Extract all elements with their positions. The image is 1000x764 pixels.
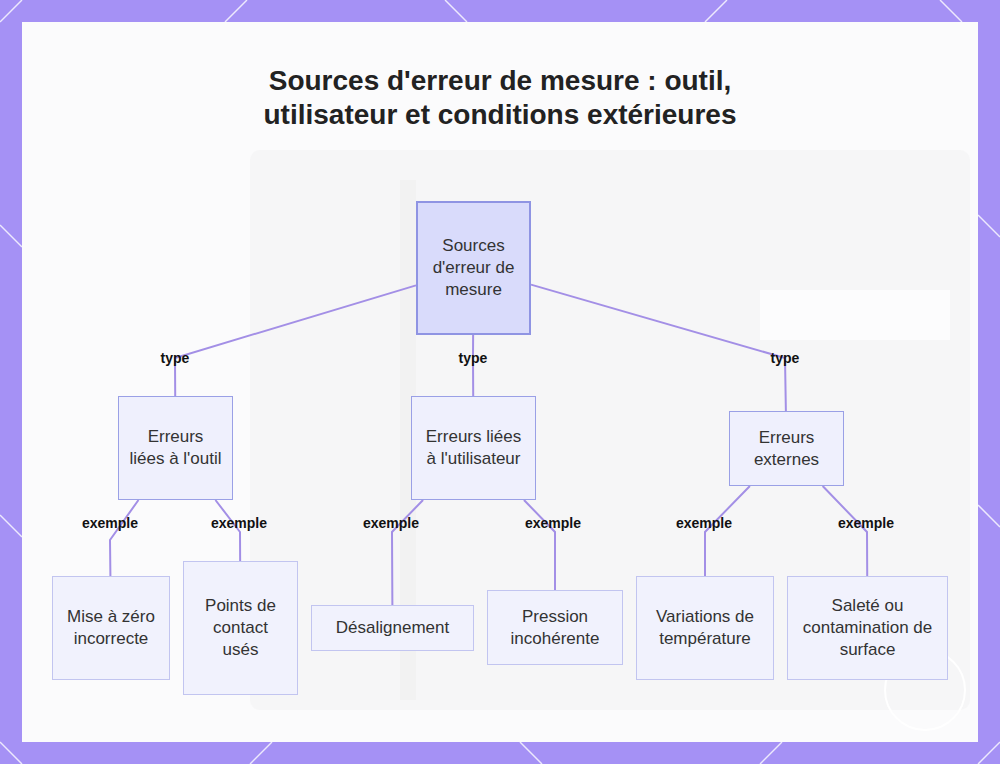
example-box: Mise à zéro incorrecte (52, 576, 170, 680)
connector-line (531, 285, 786, 411)
edge-label: type (459, 350, 488, 366)
connector-line (823, 486, 868, 576)
node-label: Erreurs liées à l'outil (129, 426, 222, 470)
node-label: Pression incohérente (498, 606, 612, 650)
node-label: Saleté ou contamination de surface (798, 595, 937, 661)
root-node: Sources d'erreur de mesure (416, 201, 531, 335)
example-box: Saleté ou contamination de surface (787, 576, 948, 680)
example-box: Variations de température (636, 576, 774, 680)
node-label: Erreurs liées à l'utilisateur (422, 426, 525, 470)
connector-line (175, 285, 416, 396)
connector-line (110, 500, 138, 576)
node-label: Mise à zéro incorrecte (63, 606, 159, 650)
node-label: Erreurs externes (740, 427, 833, 471)
edge-label: type (771, 350, 800, 366)
node-label: Désalignement (336, 617, 449, 639)
edge-label: exemple (525, 515, 581, 531)
example-box: Désalignement (311, 605, 474, 651)
node-label: Variations de température (647, 606, 763, 650)
node-label: Points de contact usés (194, 595, 287, 661)
connector-line (705, 486, 750, 576)
edge-label: exemple (838, 515, 894, 531)
connector-line (524, 500, 555, 590)
edge-label: exemple (363, 515, 419, 531)
node-label: Sources d'erreur de mesure (428, 235, 519, 301)
example-box: Pression incohérente (487, 590, 623, 665)
diagram-title: Sources d'erreur de mesure : outil, util… (250, 64, 750, 132)
faded-background (250, 150, 970, 710)
category-box: Erreurs liées à l'utilisateur (411, 396, 536, 500)
category-box: Erreurs externes (729, 411, 844, 486)
edge-label: exemple (82, 515, 138, 531)
category-box: Erreurs liées à l'outil (118, 396, 233, 500)
content-panel (22, 22, 978, 742)
edge-label: exemple (676, 515, 732, 531)
example-box: Points de contact usés (183, 561, 298, 695)
edge-label: type (161, 350, 190, 366)
edge-label: exemple (211, 515, 267, 531)
